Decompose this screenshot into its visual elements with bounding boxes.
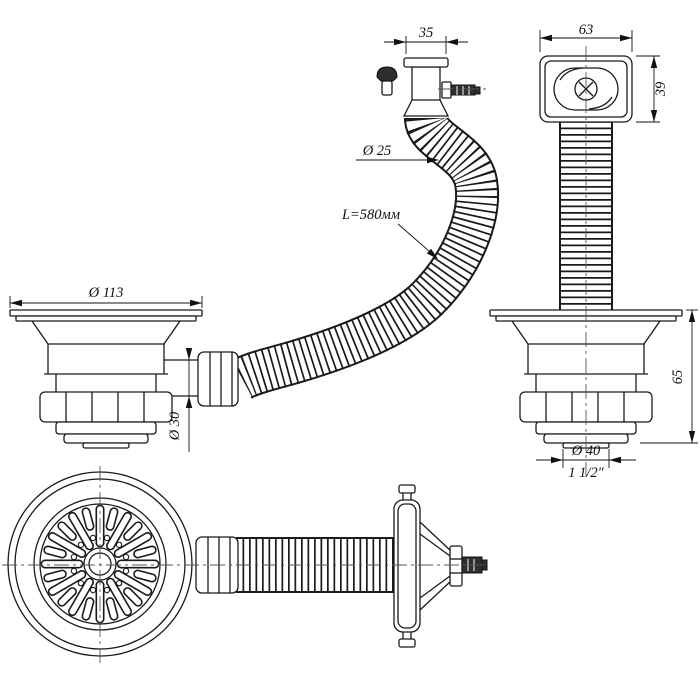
dim-spigot-diameter-label: Ø 30: [167, 411, 183, 441]
overflow-fitting-side-view-bottom: [393, 484, 488, 648]
overflow-fitting-side-view-top: [376, 57, 481, 117]
dim-hose-length-label: L=580мм: [341, 207, 400, 223]
dimension-labels: 35 63 39 Ø 113 Ø 25 L=580мм Ø 30 65 Ø 40…: [88, 22, 686, 481]
dim-outlet-diameter-label: Ø 40: [571, 443, 601, 459]
strainer-side-view-left: [9, 309, 239, 449]
dim-overflow-height-label: 39: [653, 81, 669, 97]
overflow-fitting-front-view: [539, 55, 633, 123]
dimension-lines: [9, 30, 698, 468]
dim-strainer-height-label: 65: [670, 370, 686, 385]
centerlines: [2, 46, 587, 664]
dim-hose-diameter-label: Ø 25: [362, 143, 392, 159]
dim-overflow-width-label: 63: [579, 22, 594, 38]
dim-overflow-depth-label: 35: [418, 25, 434, 41]
dim-flange-diameter-label: Ø 113: [88, 285, 124, 301]
dim-outlet-thread-label: 1 1/2": [568, 465, 604, 481]
